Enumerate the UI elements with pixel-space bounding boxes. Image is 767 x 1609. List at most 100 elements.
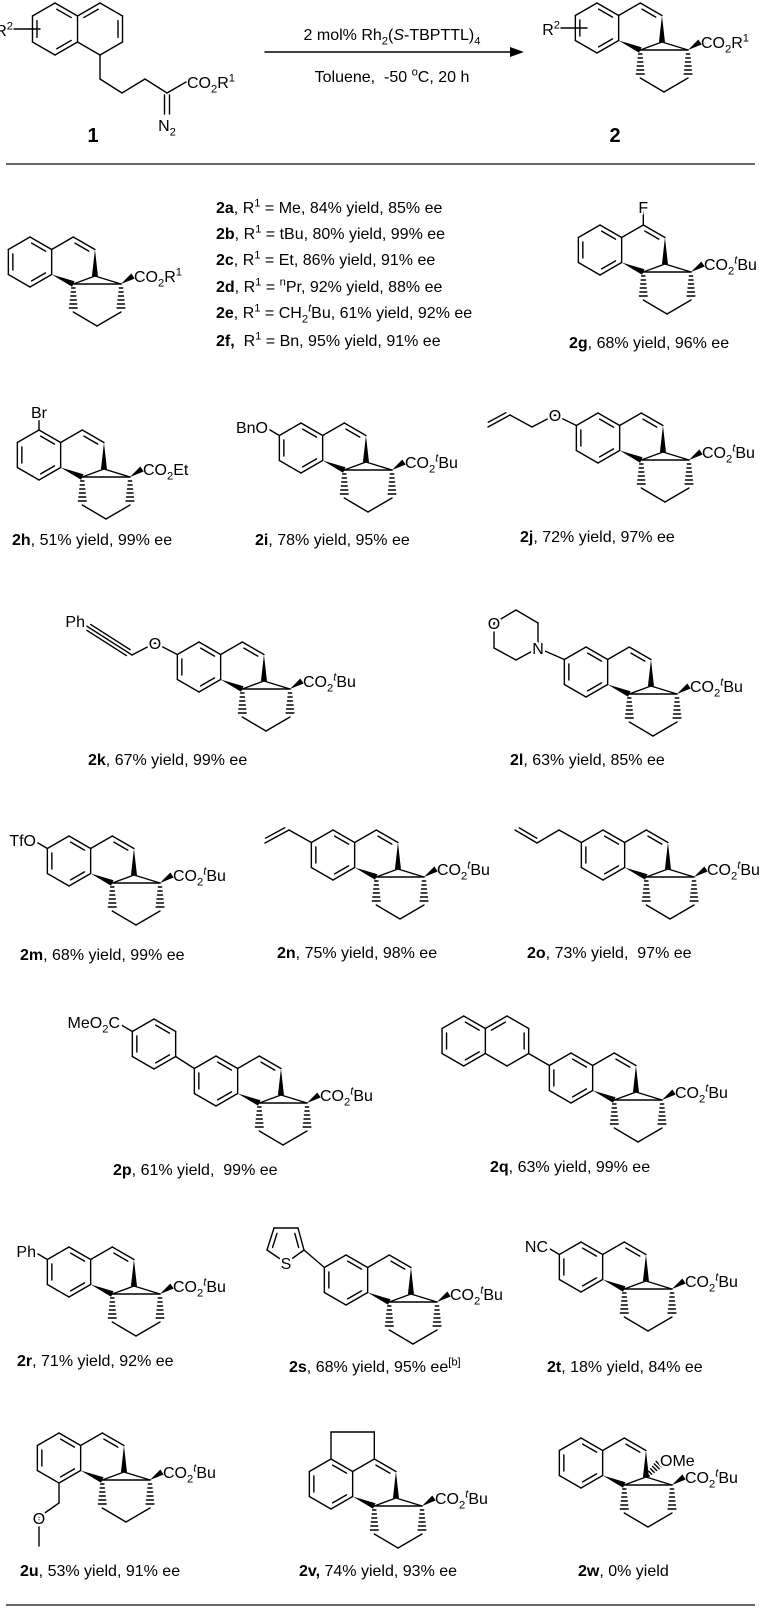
compound-entry-2d-part: 1 <box>255 277 261 289</box>
ester-group-label-part: Bu <box>718 1274 738 1291</box>
bond <box>600 260 617 270</box>
diazo-label-part: N <box>158 118 170 135</box>
bond <box>518 827 538 839</box>
ester-group-label-part: 1 <box>176 267 182 279</box>
compound-entry-2d-part: Pr, 92% yield, 88% ee <box>286 279 443 296</box>
bond <box>639 41 663 51</box>
hashed-bond <box>155 886 165 908</box>
compound-entry-2e-part: t <box>308 303 312 315</box>
wedge-bond <box>392 459 406 470</box>
bond <box>377 835 393 845</box>
ester-group-label: CO2tBu <box>437 860 490 883</box>
wedge-bond <box>352 1496 376 1509</box>
bond <box>606 646 630 661</box>
compound-entry-2e-part: 2 <box>302 313 308 325</box>
bond <box>623 1512 649 1528</box>
compound-entry-2h: 2h, 51% yield, 99% ee <box>12 532 172 549</box>
compound-entry-2o-part: , 73% yield, 97% ee <box>546 945 692 962</box>
bond <box>373 1497 397 1507</box>
ester-substituent-label: MeO2C <box>68 1015 120 1035</box>
wedge-bond <box>392 1471 399 1498</box>
compound-entry-2m-part: 2m <box>20 947 43 964</box>
compound-entry-2n: 2n, 75% yield, 98% ee <box>277 945 437 962</box>
wedge-bond <box>672 1278 686 1289</box>
bond <box>215 1092 239 1107</box>
compound-entry-2d-part: n <box>280 277 286 289</box>
bond <box>639 77 665 93</box>
compound-entry-2e-part: 1 <box>254 303 260 315</box>
bond <box>602 829 626 844</box>
compound-entry-2e-part: Bu, 61% yield, 92% ee <box>311 305 472 322</box>
hashed-bond <box>667 1292 677 1314</box>
bond <box>664 263 692 273</box>
bond <box>642 418 658 428</box>
bond <box>585 683 609 698</box>
compound-entry-2k: 2k, 67% yield, 99% ee <box>88 752 247 769</box>
wedge-bond <box>100 442 107 469</box>
bond <box>618 412 642 427</box>
conditions-solvent-temp-time-part: o <box>412 67 418 79</box>
wedge-bond <box>632 1065 639 1092</box>
bond <box>574 2 598 17</box>
bond <box>321 422 345 437</box>
ester-group-label-part: CO <box>704 257 728 274</box>
bond <box>493 609 517 624</box>
bond <box>353 829 377 844</box>
bond <box>580 1474 604 1489</box>
conditions-catalyst-part: 2 mol% Rh <box>304 27 382 44</box>
bond <box>586 682 603 692</box>
bond <box>628 646 652 661</box>
compound-entry-2c-part: , R <box>234 252 254 269</box>
ester-group-label-part: t <box>737 860 741 872</box>
ester-group-label: CO2tBu <box>173 1277 226 1300</box>
bond <box>133 874 161 884</box>
bond <box>332 829 356 844</box>
bond <box>300 459 324 474</box>
hashed-bond <box>609 1103 619 1125</box>
bond <box>72 236 96 251</box>
bond <box>563 646 587 661</box>
bond <box>577 224 601 239</box>
ester-group-label-part: Bu <box>353 1088 373 1105</box>
r2-label-part: R <box>542 22 554 39</box>
bond <box>514 829 538 844</box>
bond <box>666 299 692 315</box>
ester-group-label-part: t <box>203 1277 207 1289</box>
wedge-bond <box>237 1093 261 1106</box>
compound-entry-2a-part: 1 <box>254 198 260 210</box>
bond <box>650 685 678 695</box>
bond <box>216 1061 233 1071</box>
bond <box>131 1055 155 1070</box>
ester-group-label-part: CO <box>450 1287 474 1304</box>
ester-group-label-part: 2 <box>429 463 435 475</box>
compound-entry-2l: 2l, 63% yield, 85% ee <box>510 752 665 769</box>
bond <box>38 1502 60 1518</box>
wedge-bond <box>621 262 645 275</box>
wedge-bond <box>658 15 665 42</box>
compound-entry-2f-part: 1 <box>255 331 261 343</box>
bond <box>365 461 393 471</box>
conditions-solvent-temp-time-part: Toluene, -50 <box>315 69 412 86</box>
bond <box>271 1232 278 1249</box>
compound-entry-2q: 2q, 63% yield, 99% ee <box>490 1159 650 1176</box>
ester-group-label: CO2tBu <box>450 1285 503 1308</box>
ester-group-label: CO2tBu <box>435 1489 488 1512</box>
compound-entry-2f-part: = Bn, 95% yield, 91% ee <box>261 333 440 350</box>
bond <box>236 1055 260 1070</box>
ester-group-label: CO2tBu <box>702 443 755 466</box>
bond <box>346 1290 363 1300</box>
ester-group-label-part: 2 <box>167 470 173 482</box>
bond <box>56 8 72 19</box>
bond <box>345 428 361 438</box>
bond <box>597 38 614 48</box>
ester-group-label-part: Bu <box>336 674 356 691</box>
bond <box>288 829 313 844</box>
bond <box>597 8 614 18</box>
phenyl-label-part: Ph <box>65 614 85 631</box>
bond <box>515 609 539 624</box>
ester-group-label-part: 2 <box>728 265 734 277</box>
bond <box>103 468 131 478</box>
